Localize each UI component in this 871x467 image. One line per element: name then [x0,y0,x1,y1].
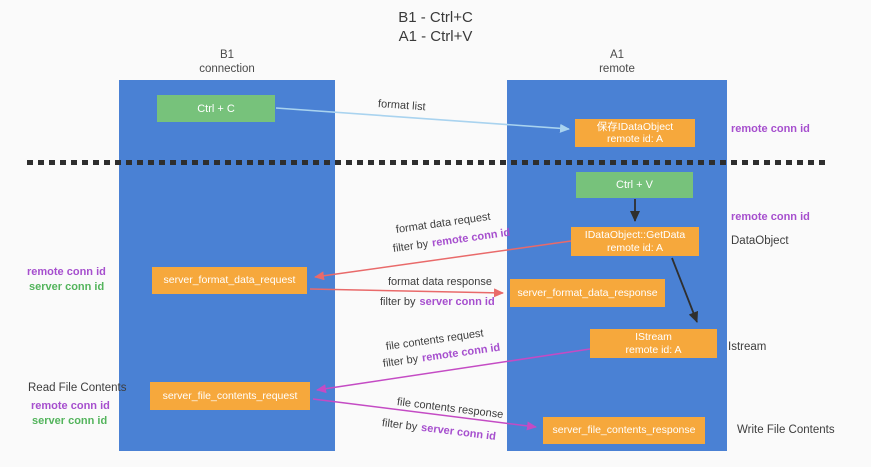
label-remote-conn-id-mid: remote conn id [731,211,810,223]
diagram-title: B1 - Ctrl+C A1 - Ctrl+V [0,8,871,46]
save-idataobject-line2: remote id: A [606,133,664,145]
node-server-file-contents-response: server_file_contents_response [543,417,705,444]
format-request-label: server_format_data_request [163,274,296,287]
lane-header-b1: B1 connection [119,48,335,76]
format-response-label: server_format_data_response [517,286,658,299]
label-write-file-contents: Write File Contents [737,424,835,436]
node-ctrl-v: Ctrl + V [576,172,693,198]
lane-b1-role: connection [199,63,255,75]
node-save-idataobject: 保存IDataObject remote id: A [575,119,695,147]
node-server-format-data-request: server_format_data_request [152,267,307,294]
title-line-1: B1 - Ctrl+C [398,9,473,26]
remote-conn-id-highlight: remote conn id [431,226,511,250]
label-left-server-conn-id-2: server conn id [32,415,108,427]
annotation-format-data-response: format data response [388,276,492,288]
label-remote-conn-id-top: remote conn id [731,123,810,135]
label-dataobject: DataObject [731,235,789,247]
lane-a1-role: remote [599,63,635,75]
getdata-line2: remote id: A [606,241,664,254]
getdata-line1: IDataObject::GetData [584,229,686,241]
ctrl-c-label: Ctrl + C [197,102,235,115]
node-istream: IStream remote id: A [590,329,717,358]
arrow-format-data-response [309,288,504,298]
lane-b1-name: B1 [219,49,235,61]
title-line-2: A1 - Ctrl+V [398,28,473,45]
filter-by-text: filter by [392,238,429,255]
node-server-file-contents-request: server_file_contents_request [150,382,310,410]
session-divider-dashed-line [27,160,830,165]
label-left-remote-conn-id-1: remote conn id [27,266,106,278]
node-ctrl-c: Ctrl + C [157,95,275,122]
filter-by-text: filter by [381,417,418,434]
file-response-label: server_file_contents_response [552,424,696,437]
filter-by-text: filter by [380,296,416,308]
label-left-server-conn-id-1: server conn id [29,281,105,293]
istream-line2: remote id: A [625,343,682,356]
file-request-label: server_file_contents_request [162,389,298,402]
save-idataobject-line1: 保存IDataObject [596,120,674,133]
lane-header-a1: A1 remote [507,48,727,76]
filter-by-text: filter by [382,353,419,370]
ctrl-v-label: Ctrl + V [616,179,653,191]
node-server-format-data-response: server_format_data_response [510,279,665,307]
node-idataobject-getdata: IDataObject::GetData remote id: A [571,227,699,256]
annotation-format-list: format list [377,98,426,114]
label-read-file-contents: Read File Contents [28,382,127,394]
annotation-file-contents-response: file contents response [396,396,504,421]
lane-a1-name: A1 [609,49,625,61]
label-istream: Istream [728,341,767,353]
server-conn-id-highlight: server conn id [420,421,497,443]
label-left-remote-conn-id-2: remote conn id [31,400,110,412]
server-conn-id-highlight: server conn id [419,296,495,308]
istream-line1: IStream [635,331,672,343]
